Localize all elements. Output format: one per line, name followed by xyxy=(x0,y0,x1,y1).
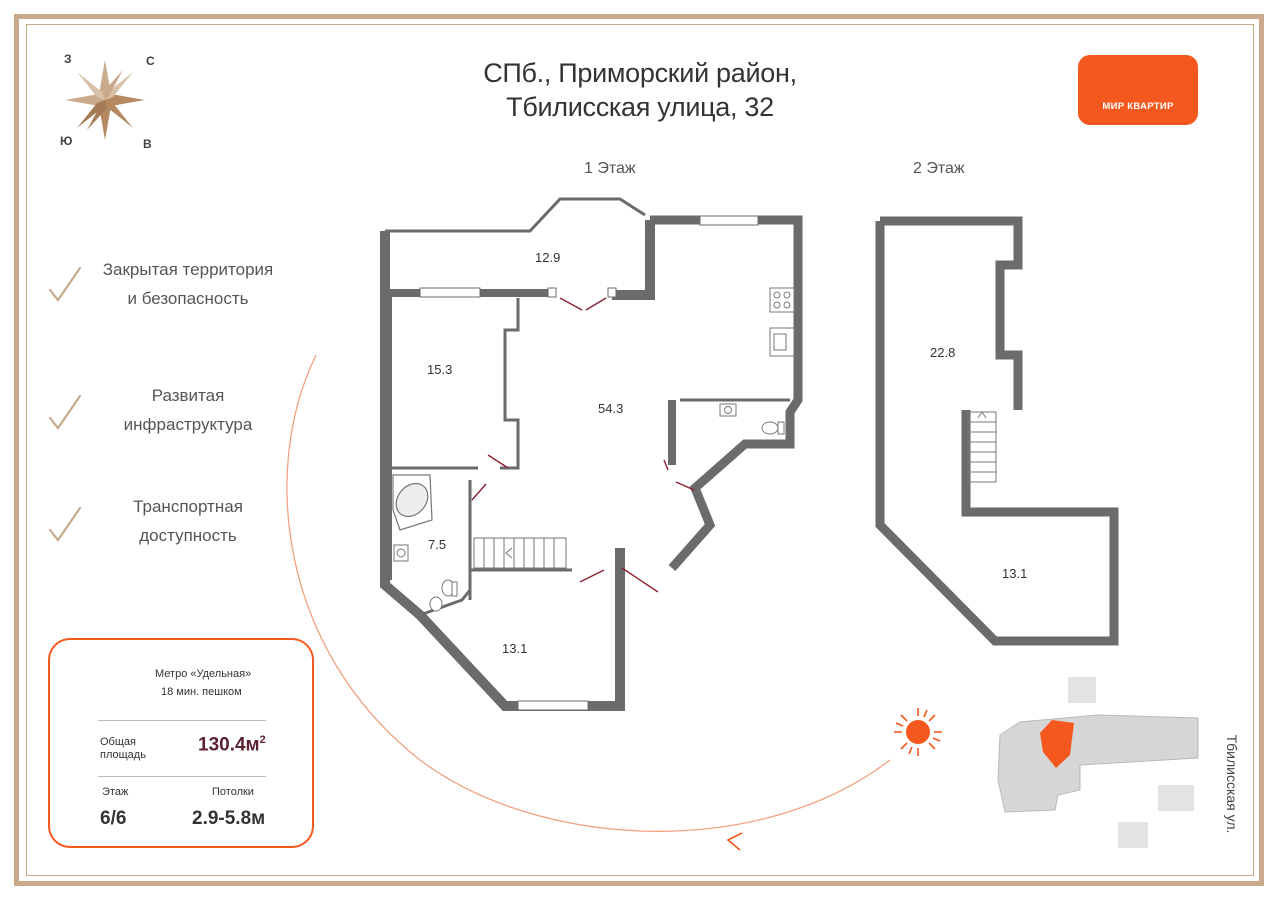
address-line-1: СПб., Приморский район, xyxy=(483,58,797,88)
moon-icon xyxy=(314,330,340,369)
card-divider xyxy=(98,720,266,721)
street-label: Тбилисская ул. xyxy=(1224,734,1240,834)
room-area-label: 54.3 xyxy=(598,401,624,416)
floor2-stairs xyxy=(967,411,997,483)
total-area-value: 130.4м2 xyxy=(198,734,266,756)
feature-security: Закрытая территория и безопасность xyxy=(90,255,286,313)
total-area-label-line1: Общая xyxy=(100,736,136,748)
outer-frame xyxy=(14,14,1264,886)
ceiling-value: 2.9-5.8м xyxy=(192,808,266,829)
floor1-label: 1 Этаж xyxy=(584,160,636,177)
room-area-label: 22.8 xyxy=(930,345,956,360)
feature-transport: Транспортная доступность xyxy=(90,492,286,550)
total-area-label-line2: площадь xyxy=(100,749,146,761)
compass-west-label: З xyxy=(64,52,72,66)
room-area-label: 7.5 xyxy=(428,537,447,552)
compass-south-label: Ю xyxy=(60,134,73,148)
total-area-label: Общая площадь xyxy=(100,736,146,762)
sun-icon xyxy=(894,708,942,756)
toilet-icon xyxy=(429,421,785,612)
sun-path-arc xyxy=(286,354,891,832)
floor1-windows xyxy=(419,215,759,711)
floor1-walls xyxy=(380,197,803,711)
metro-station-name: Метро «Удельная» xyxy=(155,668,252,680)
company-logo: МИР КВАРТИР xyxy=(1078,55,1198,125)
floor1-doors xyxy=(471,297,695,593)
compass-north-label: С xyxy=(146,54,155,68)
sun-path-arrow-icon xyxy=(726,832,743,851)
feature-line: Транспортная xyxy=(133,497,243,516)
feature-line: инфраструктура xyxy=(123,415,253,434)
address-line-2: Тбилисская улица, 32 xyxy=(506,92,774,122)
feature-line: Развитая xyxy=(151,386,225,405)
room-area-label: 12.9 xyxy=(535,250,561,265)
floor-label: Этаж xyxy=(102,786,129,798)
compass-rose-icon xyxy=(65,60,145,140)
metro-walk-time: 18 мин. пешком xyxy=(161,686,242,698)
area-unit-superscript: 2 xyxy=(259,734,266,746)
check-icons xyxy=(48,266,82,542)
sink-icon xyxy=(393,403,737,562)
total-area-number: 130.4м xyxy=(198,734,260,756)
floor2-label: 2 Этаж xyxy=(913,160,965,177)
apartment-info-card: Метро «Удельная» 18 мин. пешком Общая пл… xyxy=(48,638,314,848)
card-divider xyxy=(98,776,266,777)
compass-east-label: В xyxy=(143,137,152,151)
feature-infrastructure: Развитая инфраструктура xyxy=(90,381,286,439)
feature-line: и безопасность xyxy=(127,289,249,308)
kitchen-sink-icon xyxy=(769,327,795,357)
inner-frame xyxy=(26,24,1254,876)
site-plan-map xyxy=(997,677,1199,848)
address-title: СПб., Приморский район, Тбилисская улица… xyxy=(440,56,840,124)
floor1-stairs xyxy=(473,537,567,569)
feature-line: Закрытая территория xyxy=(102,260,274,279)
feature-line: доступность xyxy=(139,526,237,545)
floor-value: 6/6 xyxy=(100,808,127,829)
stove-icon xyxy=(769,287,795,313)
room-area-label: 13.1 xyxy=(502,641,528,656)
floor2-walls xyxy=(875,216,1119,646)
logo-text: МИР КВАРТИР xyxy=(1102,101,1174,112)
ceiling-label: Потолки xyxy=(212,786,254,798)
room-area-label: 13.1 xyxy=(1002,566,1028,581)
room-area-label: 15.3 xyxy=(427,362,453,377)
bathtub-icon xyxy=(392,474,433,531)
